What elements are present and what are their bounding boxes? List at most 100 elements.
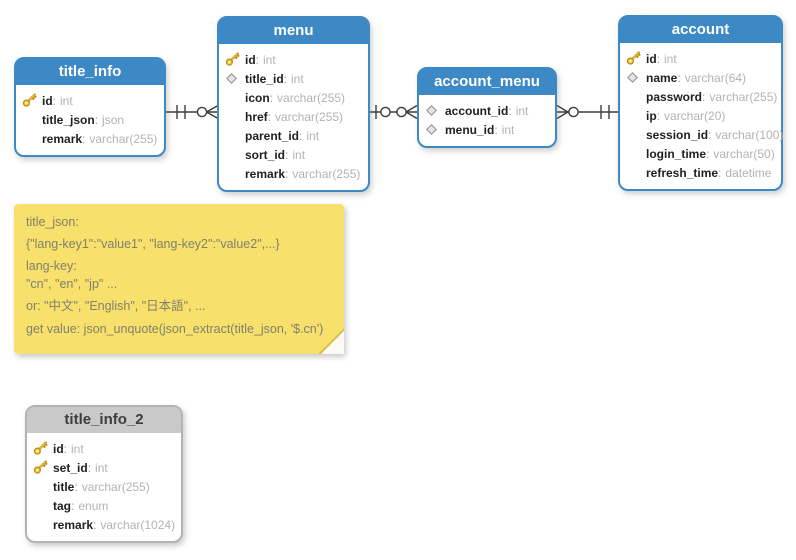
note-line: or: "中文", "English", "日本語", ...	[26, 299, 206, 313]
field-row[interactable]: remark:varchar(255)	[224, 164, 362, 183]
field-row[interactable]: title_id:int	[224, 69, 362, 88]
table-title_info_2[interactable]: title_info_2 id:int set_id:int title:var…	[25, 405, 183, 543]
colon: :	[74, 479, 78, 494]
table-menu[interactable]: menu id:int title_id:int icon:varchar(25…	[217, 16, 370, 192]
field-name: remark	[53, 517, 94, 532]
field-type: varchar(255)	[277, 90, 346, 105]
field-row[interactable]: parent_id:int	[224, 126, 362, 145]
field-name: id	[245, 52, 256, 67]
field-name: title_json	[42, 112, 95, 127]
connector-account_menu-account[interactable]	[556, 104, 618, 120]
field-name: title_id	[245, 71, 284, 86]
field-list: id:int name:varchar(64) password:varchar…	[620, 45, 783, 189]
connector-menu-account_menu[interactable]	[369, 104, 418, 120]
field-row[interactable]: id:int	[21, 91, 158, 110]
field-row[interactable]: set_id:int	[32, 458, 175, 477]
colon: :	[508, 103, 512, 118]
field-type: datetime	[725, 165, 772, 180]
field-row[interactable]: id:int	[625, 49, 775, 68]
field-row[interactable]: sort_id:int	[224, 145, 362, 164]
field-name: session_id	[646, 127, 709, 142]
field-type: varchar(100)	[715, 127, 784, 142]
table-title_info[interactable]: title_info id:int title_json:json remark…	[14, 57, 166, 157]
field-name: id	[646, 51, 657, 66]
field-row[interactable]: title:varchar(255)	[32, 477, 175, 496]
field-row[interactable]: tag:enum	[32, 496, 175, 515]
field-list: id:int title_json:json remark:varchar(25…	[16, 87, 164, 155]
field-row[interactable]: id:int	[32, 439, 175, 458]
colon: :	[285, 166, 289, 181]
colon: :	[93, 517, 97, 532]
field-row[interactable]: login_time:varchar(50)	[625, 144, 775, 163]
foreign-key-diamond-icon	[625, 71, 646, 84]
field-type: varchar(20)	[664, 108, 726, 123]
colon: :	[285, 147, 289, 162]
field-name: remark	[42, 131, 83, 146]
colon: :	[52, 93, 57, 108]
foreign-key-diamond-icon	[424, 123, 445, 136]
field-name: name	[646, 70, 678, 85]
field-name: menu_id	[445, 122, 495, 137]
field-name: parent_id	[245, 128, 300, 143]
field-name: sort_id	[245, 147, 286, 162]
field-type: json	[102, 112, 125, 127]
field-row[interactable]: remark:varchar(255)	[21, 129, 158, 148]
field-type: int	[306, 128, 320, 143]
colon: :	[656, 108, 661, 123]
primary-key-icon	[224, 52, 245, 67]
field-row[interactable]: session_id:varchar(100)	[625, 125, 783, 144]
field-list: account_id:int menu_id:int	[419, 97, 555, 146]
field-row[interactable]: href:varchar(255)	[224, 107, 362, 126]
field-row[interactable]: title_json:json	[21, 110, 158, 129]
field-row[interactable]: name:varchar(64)	[625, 68, 775, 87]
table-account[interactable]: account id:int name:varchar(64) password…	[618, 15, 783, 191]
table-title: menu	[219, 18, 368, 46]
colon: :	[87, 460, 92, 475]
field-row[interactable]: account_id:int	[424, 101, 549, 120]
field-type: varchar(255)	[81, 479, 150, 494]
field-type: int	[263, 52, 276, 67]
field-name: login_time	[646, 146, 707, 161]
colon: :	[702, 89, 706, 104]
colon: :	[94, 112, 99, 127]
field-name: set_id	[53, 460, 88, 475]
primary-key-icon	[32, 460, 53, 475]
field-row[interactable]: password:varchar(255)	[625, 87, 777, 106]
colon: :	[494, 122, 498, 137]
colon: :	[677, 70, 681, 85]
field-type: varchar(1024)	[100, 517, 176, 532]
field-name: title	[53, 479, 75, 494]
colon: :	[71, 498, 75, 513]
field-name: refresh_time	[646, 165, 719, 180]
field-type: int	[60, 93, 73, 108]
note-line: title_json:	[26, 215, 79, 229]
field-row[interactable]: icon:varchar(255)	[224, 88, 362, 107]
field-type: int	[501, 122, 515, 137]
primary-key-icon	[625, 51, 646, 66]
colon: :	[718, 165, 722, 180]
field-name: remark	[245, 166, 286, 181]
foreign-key-diamond-icon	[424, 104, 445, 117]
field-name: ip	[646, 108, 657, 123]
field-row[interactable]: ip:varchar(20)	[625, 106, 775, 125]
field-type: enum	[78, 498, 109, 513]
field-type: int	[95, 460, 108, 475]
table-account_menu[interactable]: account_menu account_id:int menu_id:int	[417, 67, 557, 148]
sticky-note-title_json[interactable]: title_json: {"lang-key1":"value1", "lang…	[14, 204, 344, 354]
colon: :	[283, 71, 288, 86]
primary-key-icon	[32, 441, 53, 456]
field-row[interactable]: id:int	[224, 50, 362, 69]
field-row[interactable]: refresh_time:datetime	[625, 163, 775, 182]
colon: :	[269, 90, 274, 105]
field-row[interactable]: menu_id:int	[424, 120, 549, 139]
field-type: int	[71, 441, 84, 456]
field-type: varchar(255)	[275, 109, 344, 124]
table-title: account	[620, 17, 781, 45]
table-title: account_menu	[419, 69, 555, 97]
field-type: int	[292, 147, 306, 162]
colon: :	[82, 131, 86, 146]
note-line: lang-key:	[26, 259, 77, 273]
connector-title_info-menu[interactable]	[166, 104, 219, 120]
field-type: int	[515, 103, 529, 118]
field-row[interactable]: remark:varchar(1024)	[32, 515, 175, 534]
